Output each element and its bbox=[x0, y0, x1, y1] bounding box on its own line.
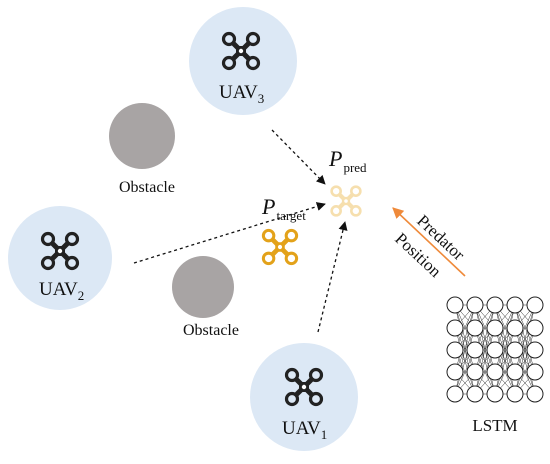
network-edge bbox=[454, 327, 476, 395]
network-edge bbox=[474, 327, 496, 395]
network-node bbox=[506, 319, 524, 337]
obstacle-label: Obstacle bbox=[183, 322, 239, 339]
neural-network-icon bbox=[446, 296, 544, 403]
network-node bbox=[466, 341, 484, 359]
p-pred-label: Ppred bbox=[328, 146, 367, 175]
network-edge bbox=[514, 327, 536, 395]
obstacle-label: Obstacle bbox=[119, 179, 175, 196]
network-node bbox=[506, 385, 524, 403]
network-node bbox=[446, 319, 464, 337]
network-edge bbox=[494, 304, 516, 373]
predator-position-arrow bbox=[392, 207, 466, 277]
network-node bbox=[506, 363, 524, 381]
uav1-circle bbox=[250, 343, 358, 451]
network-node bbox=[466, 385, 484, 403]
network-node bbox=[486, 363, 504, 381]
network-edge bbox=[514, 304, 536, 373]
network-node bbox=[446, 341, 464, 359]
network-node bbox=[506, 341, 524, 359]
uav1-node: UAV1 bbox=[250, 343, 358, 451]
network-node bbox=[446, 363, 464, 381]
network-node bbox=[526, 296, 544, 314]
network-node bbox=[446, 296, 464, 314]
uav3-to-pred-arrow bbox=[271, 129, 326, 185]
uav2-circle bbox=[8, 206, 112, 310]
uav3-circle bbox=[189, 7, 297, 115]
lstm-label: LSTM bbox=[472, 416, 517, 435]
network-edge bbox=[494, 327, 516, 395]
network-node bbox=[526, 363, 544, 381]
network-node bbox=[486, 341, 504, 359]
network-node bbox=[466, 363, 484, 381]
uav1-label: UAV1 bbox=[282, 418, 327, 442]
obstacle-bottom: Obstacle bbox=[172, 256, 239, 339]
network-node bbox=[526, 319, 544, 337]
uav3-node: UAV3 bbox=[189, 7, 297, 115]
p-target-label: Ptarget bbox=[261, 194, 306, 223]
uav2-label: UAV2 bbox=[39, 279, 84, 303]
network-edge bbox=[454, 304, 476, 373]
network-node bbox=[486, 319, 504, 337]
obstacle-top: Obstacle bbox=[109, 103, 175, 196]
target-drone-icon bbox=[263, 230, 296, 263]
obstacle-circle bbox=[172, 256, 234, 318]
network-node bbox=[466, 296, 484, 314]
network-node bbox=[526, 385, 544, 403]
network-node bbox=[506, 296, 524, 314]
obstacle-circle bbox=[109, 103, 175, 169]
network-node bbox=[486, 296, 504, 314]
network-node bbox=[446, 385, 464, 403]
uav3-label: UAV3 bbox=[219, 82, 264, 106]
network-node bbox=[526, 341, 544, 359]
uav1-to-pred-arrow bbox=[317, 221, 348, 333]
network-edge bbox=[474, 304, 496, 373]
network-node bbox=[466, 319, 484, 337]
network-node bbox=[486, 385, 504, 403]
pred-drone-icon bbox=[332, 187, 361, 216]
uav2-node: UAV2 bbox=[8, 206, 112, 310]
